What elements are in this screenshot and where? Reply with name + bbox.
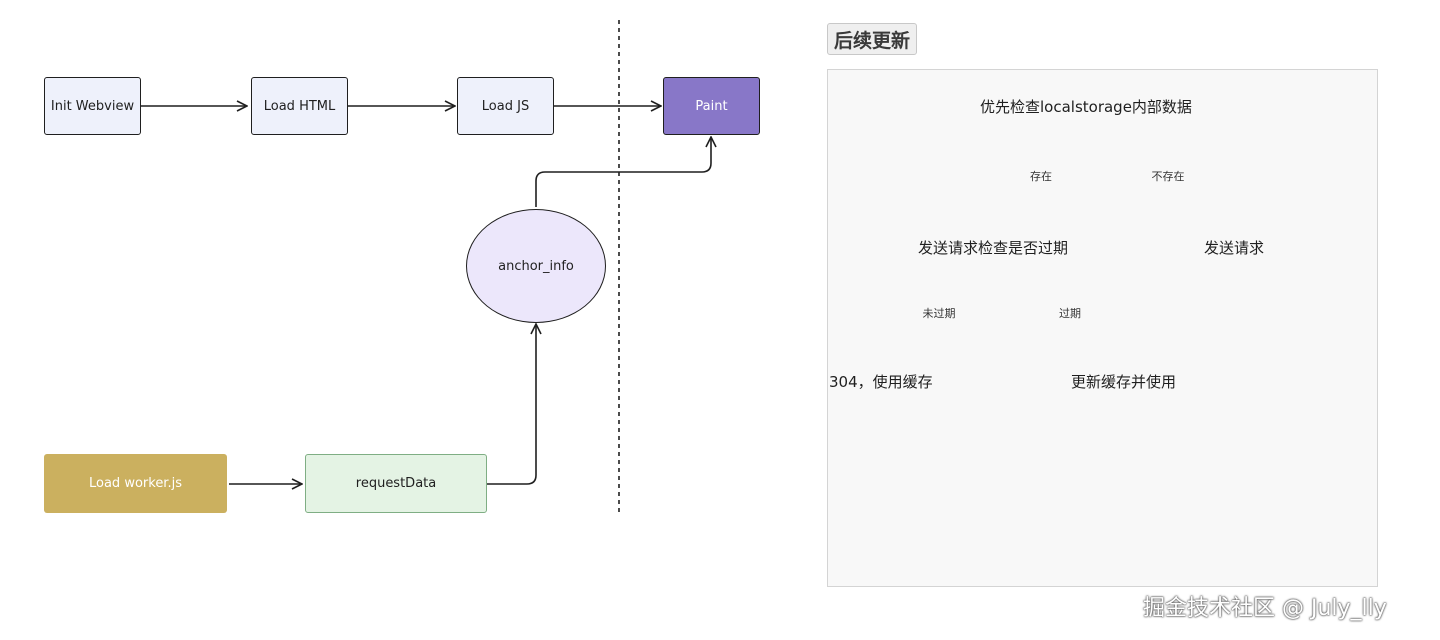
node-request-data: requestData xyxy=(305,454,487,513)
node-paint: Paint xyxy=(663,77,760,135)
tree-check-expiry-text: 发送请求检查是否过期 xyxy=(918,239,1069,257)
update-strategy-panel xyxy=(827,69,1378,587)
node-init-webview: Init Webview xyxy=(44,77,141,135)
tree-root-text: 优先检查localstorage内部数据 xyxy=(980,98,1192,116)
node-load-js: Load JS xyxy=(457,77,554,135)
watermark: 掘金技术社区 @ July_lly xyxy=(1143,596,1387,621)
label-not-exists: 不存在 xyxy=(1148,168,1188,184)
arrow-anchor-to-paint xyxy=(535,137,711,207)
label-expired: 过期 xyxy=(1056,305,1084,321)
tree-update-cache-text: 更新缓存并使用 xyxy=(1071,373,1177,391)
node-load-html: Load HTML xyxy=(251,77,348,135)
node-load-worker: Load worker.js xyxy=(44,454,227,513)
arrow-request-to-anchor xyxy=(487,324,536,485)
tree-send-request-text: 发送请求 xyxy=(1204,239,1265,257)
tree-use-cache-text: 304，使用缓存 xyxy=(829,373,933,391)
node-anchor-info: anchor_info xyxy=(466,209,606,323)
panel-title: 后续更新 xyxy=(827,23,918,55)
label-exists: 存在 xyxy=(1027,168,1055,184)
label-not-expired: 未过期 xyxy=(919,305,959,321)
